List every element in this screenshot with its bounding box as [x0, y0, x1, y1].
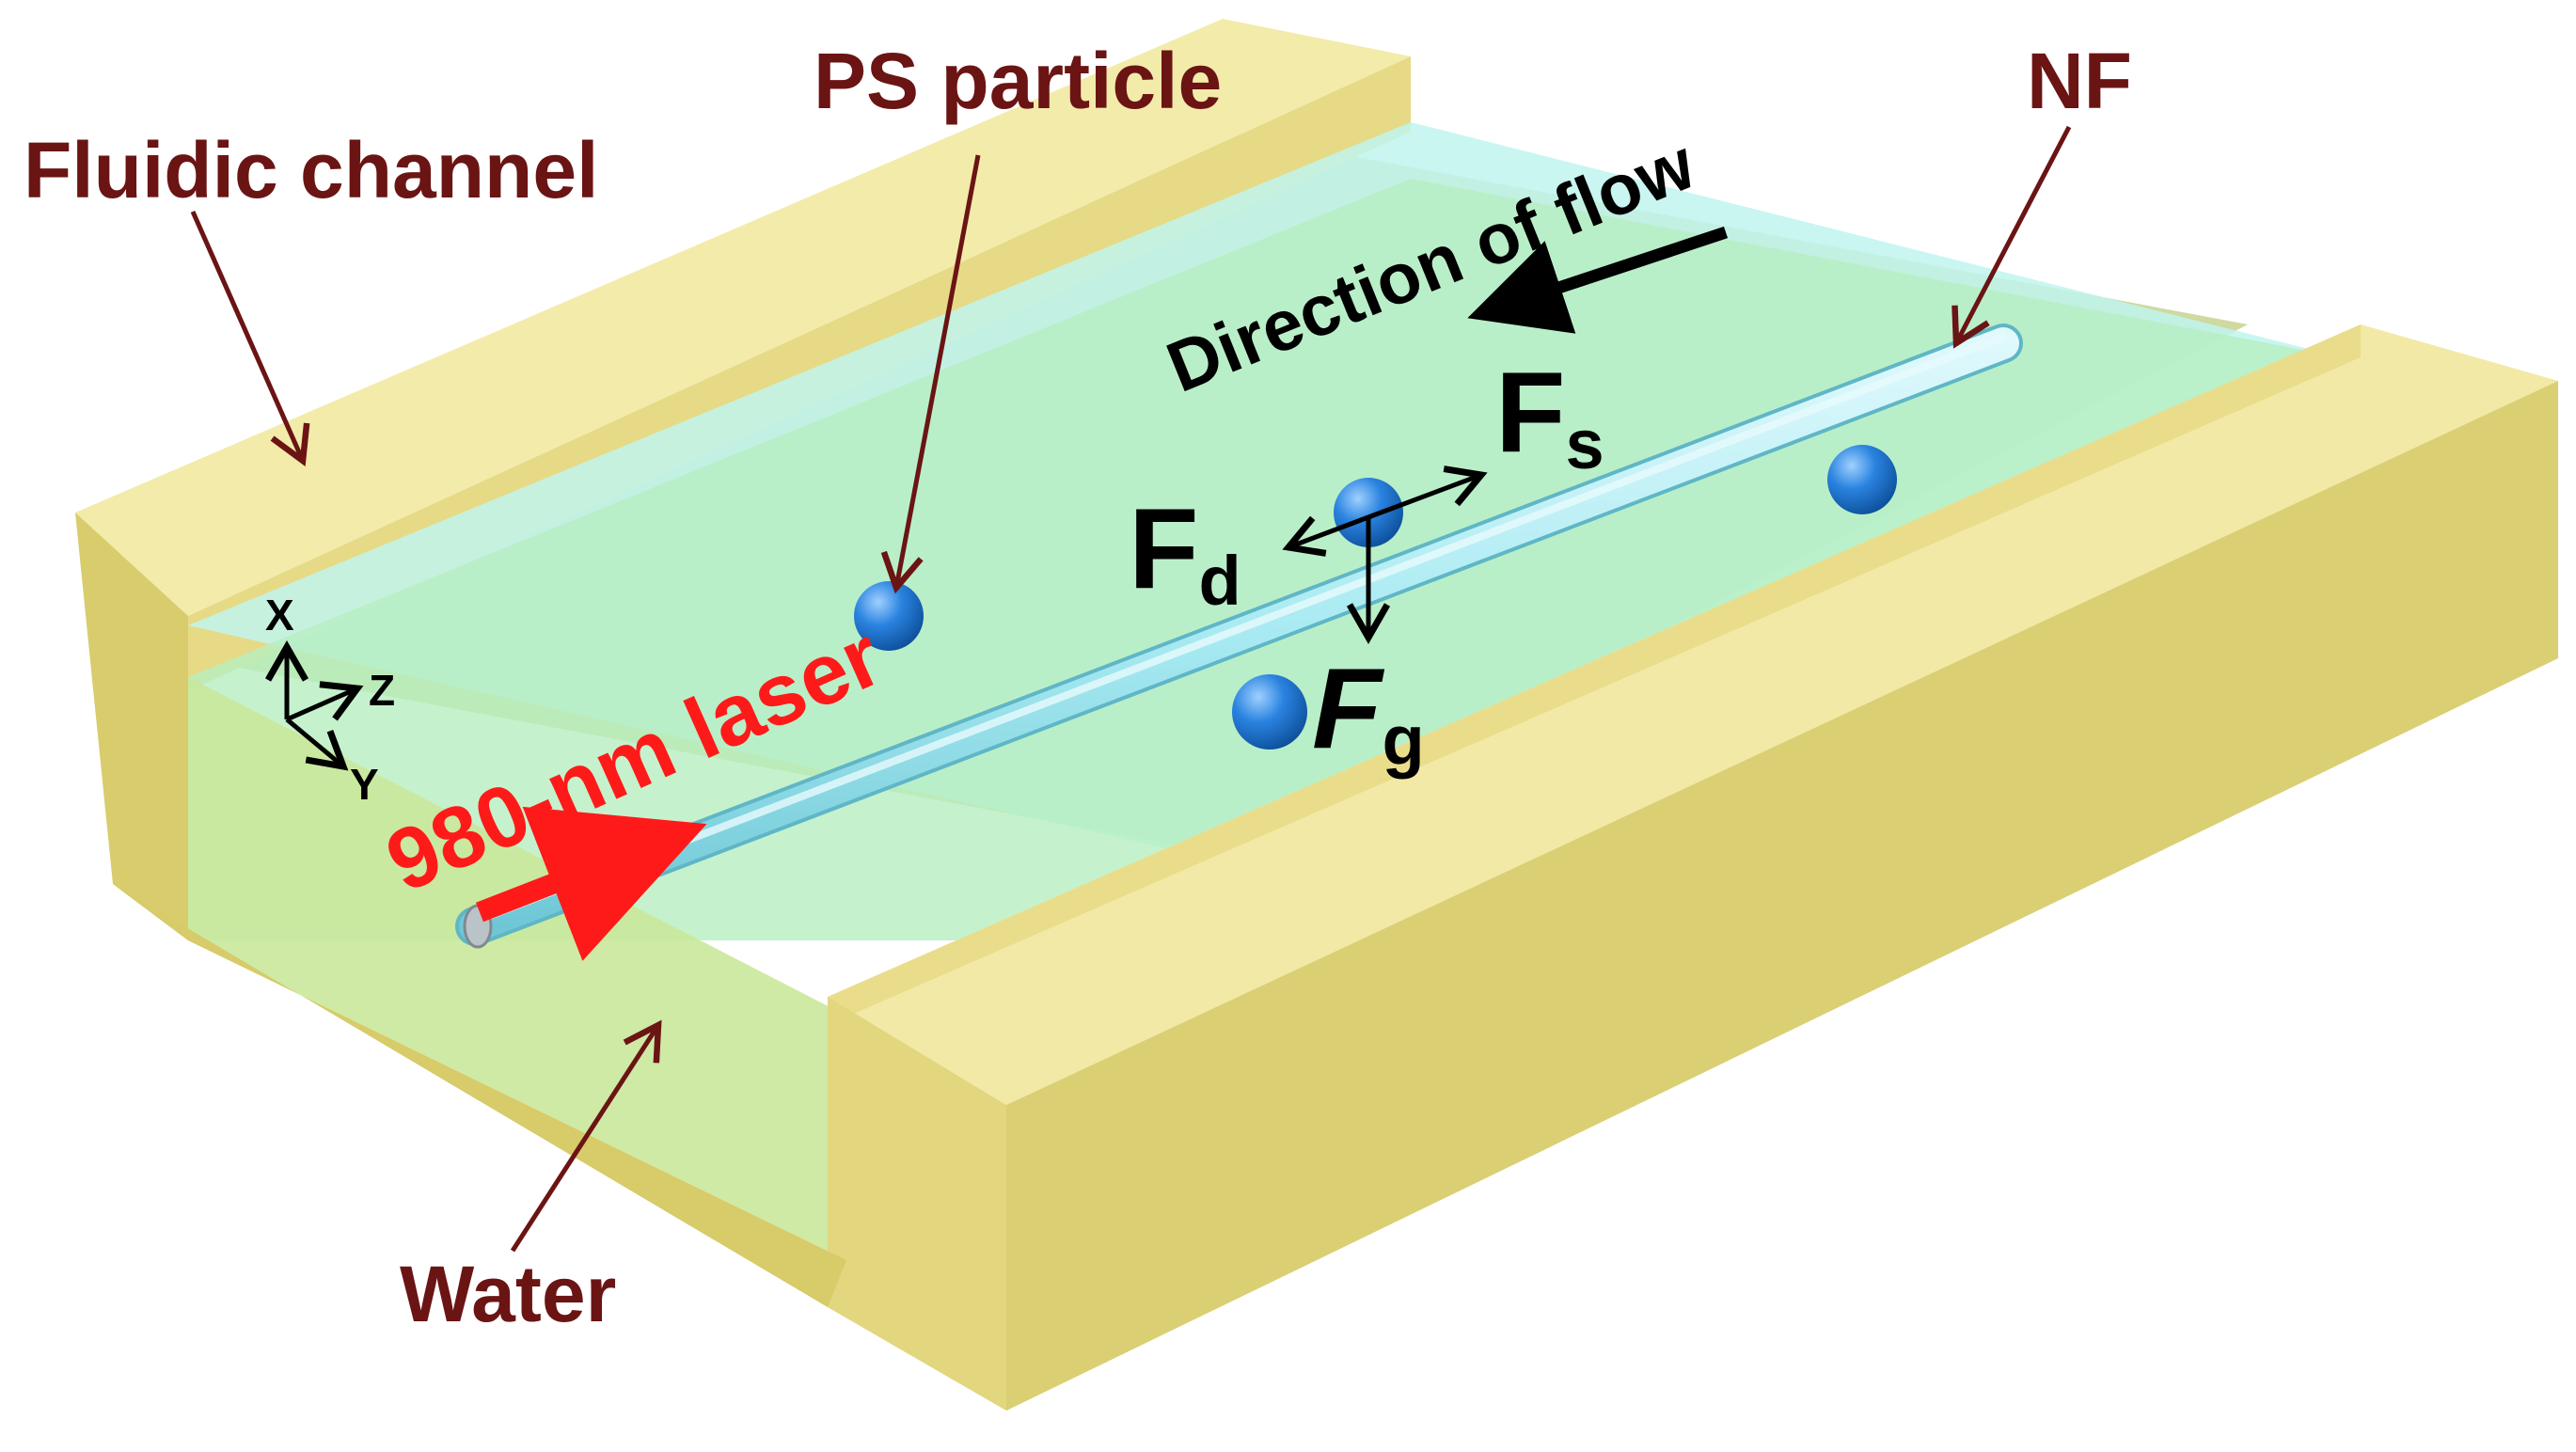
ps-particle — [854, 581, 924, 651]
axis-y-arrow — [285, 718, 349, 771]
ps-particle — [1232, 674, 1307, 750]
force-s-arrow — [1367, 466, 1488, 520]
front-wall-face — [828, 997, 1006, 1411]
axis-z-arrow — [285, 681, 364, 722]
nf-label: NF — [2027, 37, 2132, 125]
ps-particle — [1334, 478, 1403, 547]
axis-z-label: Z — [369, 666, 395, 715]
water-region — [188, 179, 2342, 940]
flow-arrow — [1467, 226, 1729, 334]
water-front-face — [188, 677, 846, 1260]
force-g-label: Fg — [1312, 644, 1425, 780]
channel-base-front — [113, 884, 846, 1307]
nanofiber — [455, 324, 2023, 949]
water-pointer — [510, 1019, 662, 1253]
ps-particle-pointer — [880, 154, 981, 594]
back-wall-front — [75, 513, 188, 940]
laser-arrow — [476, 806, 707, 961]
fluidic-channel-pointer — [190, 210, 310, 466]
axis-y-label: Y — [350, 760, 379, 809]
ps-particle — [1827, 445, 1897, 514]
axis-x-label: X — [265, 591, 294, 639]
ps-particle-label: PS particle — [814, 37, 1222, 125]
back-wall-top — [75, 19, 1411, 616]
front-wall-top — [828, 324, 2558, 1105]
force-d-arrow — [1282, 514, 1369, 557]
force-s-label: Fs — [1495, 348, 1604, 483]
water-label: Water — [400, 1250, 616, 1338]
front-wall-side — [1006, 381, 2558, 1411]
coordinate-axes: X Z Y — [264, 591, 395, 809]
nf-pointer — [1952, 125, 2072, 349]
front-wall-inner — [828, 324, 2361, 1025]
force-d-label: Fd — [1129, 484, 1241, 620]
fluidic-channel-label: Fluidic channel — [24, 126, 598, 214]
